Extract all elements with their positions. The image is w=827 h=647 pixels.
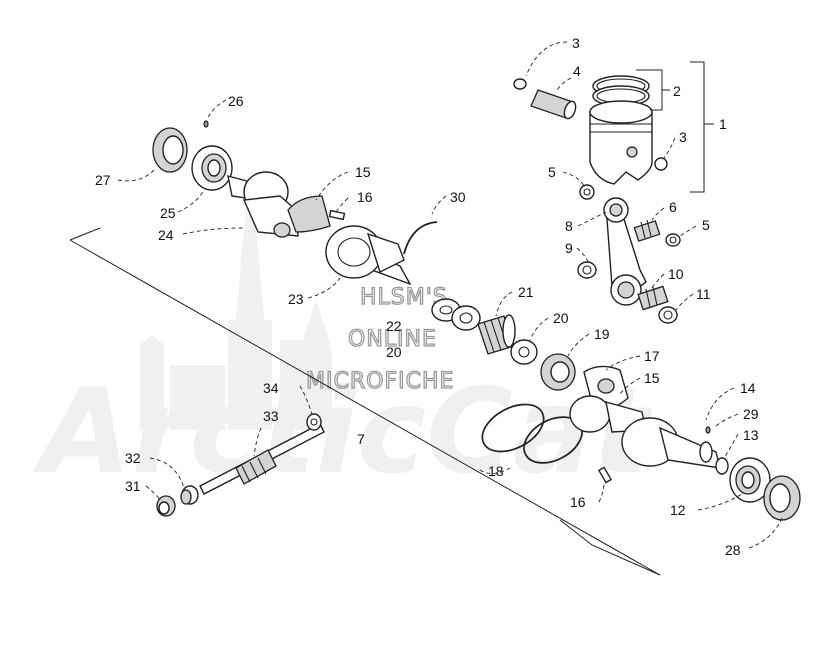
callout-4: 4: [573, 63, 581, 79]
assembly-boundary-lines: [69, 227, 661, 576]
callout-28: 28: [725, 542, 741, 558]
thrust-washer-small-left: [579, 184, 595, 200]
callout-5-right: 5: [702, 217, 710, 233]
callout-16-top: 16: [357, 189, 373, 205]
callout-11: 11: [696, 286, 711, 302]
center-seal-19: [540, 353, 576, 391]
crank-bearing-right: [729, 457, 771, 503]
callout-24: 24: [158, 227, 174, 243]
callout-19: 19: [594, 326, 610, 342]
watermark-line-2: ONLINE: [348, 327, 437, 352]
callout-labels: 1 2 3 3 4 5 5 6 7 8 9 10 11 12 13 14 15 …: [95, 35, 759, 558]
crank-pin-dowel-right: [597, 466, 613, 484]
city-skyline-watermark: [140, 175, 332, 430]
callout-9: 9: [565, 240, 573, 256]
callout-13: 13: [743, 427, 759, 443]
wrist-pin-clip-left: [513, 78, 527, 90]
callout-12: 12: [670, 502, 686, 518]
callout-29: 29: [743, 406, 759, 422]
crank-pin-dowel-left: [328, 209, 346, 221]
crankshaft-left-half: [227, 171, 299, 238]
crankshaft-right-half: [569, 395, 721, 469]
big-end-bearing: [637, 285, 669, 311]
watermark-line-1: HLSM'S: [360, 285, 448, 310]
connecting-rod: [603, 197, 647, 306]
crank-bearing-left: [191, 145, 233, 191]
bracket-group-2: [636, 69, 670, 111]
crank-washer-20-left: [451, 305, 481, 331]
crank-key-26: [203, 120, 209, 128]
callout-3-right: 3: [679, 129, 687, 145]
shaft-washer-34: [306, 413, 322, 431]
thrust-washer-big-right: [658, 306, 678, 324]
callout-31: 31: [125, 478, 141, 494]
callout-33: 33: [263, 408, 279, 424]
callout-23: 23: [288, 291, 304, 307]
callout-5-left: 5: [548, 164, 556, 180]
callout-20-left: 20: [386, 344, 402, 360]
callout-15-bottom: 15: [644, 370, 660, 386]
callout-20-right: 20: [553, 310, 569, 326]
counterweight-plate-left: [287, 195, 331, 233]
callout-2: 2: [673, 83, 681, 99]
callout-7: 7: [357, 431, 365, 447]
callout-14: 14: [740, 380, 756, 396]
shaft-nut-31: [156, 495, 176, 517]
callout-16-bottom: 16: [570, 494, 586, 510]
piston: [589, 100, 653, 185]
wrist-pin: [530, 89, 577, 120]
wrist-pin-clip-right: [654, 157, 668, 171]
crank-washer-20-right: [510, 339, 538, 365]
retaining-ring-30: [403, 221, 438, 255]
callout-25: 25: [160, 205, 176, 221]
leader-lines: [117, 41, 783, 549]
thrust-washer-big-left: [577, 261, 597, 279]
crank-key-29: [705, 426, 711, 434]
crank-oil-seal-left: [152, 127, 188, 173]
bracket-group-1: [690, 61, 714, 193]
drive-gear-shaft-33: [199, 423, 325, 495]
center-crank-section: [325, 225, 412, 286]
piston-ring-set: [592, 75, 650, 107]
small-end-bearing: [633, 219, 661, 242]
shaft-bushing-32: [180, 485, 199, 505]
crank-oil-seal-right: [763, 475, 801, 521]
callout-22: 22: [386, 318, 402, 334]
callout-32: 32: [125, 450, 141, 466]
callout-15-top: 15: [355, 164, 371, 180]
center-main-bearing-21: [477, 314, 516, 355]
callout-26: 26: [228, 93, 244, 109]
watermark-line-3: MICROFICHE: [306, 369, 454, 394]
callout-21: 21: [518, 284, 534, 300]
callout-3-top: 3: [572, 35, 580, 51]
callout-6: 6: [669, 199, 677, 215]
callout-27: 27: [95, 172, 111, 188]
callout-30: 30: [450, 189, 466, 205]
crank-spacer-13: [715, 457, 729, 475]
callout-18: 18: [488, 463, 504, 479]
callout-17: 17: [644, 348, 660, 364]
callout-1: 1: [719, 116, 727, 132]
callout-34: 34: [263, 380, 279, 396]
callout-10: 10: [668, 266, 684, 282]
callout-8: 8: [565, 218, 573, 234]
thrust-washer-small-right: [665, 233, 681, 247]
